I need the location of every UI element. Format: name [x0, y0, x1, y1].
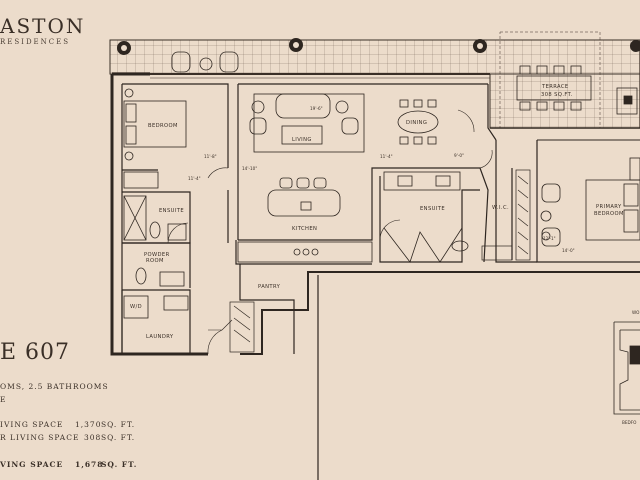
ensuite-fixtures-icon	[383, 171, 469, 263]
dim-wic: 9'-0"	[454, 153, 464, 158]
dim-bedroom: 11'-8"	[204, 154, 217, 159]
dim-bedroom-2: 11'-4"	[188, 176, 201, 181]
interior-living-unit: SQ. FT.	[101, 420, 136, 429]
pantry-shelves-icon	[229, 301, 255, 353]
interior-living-value: 1,370	[75, 420, 102, 429]
interior-walls	[121, 83, 640, 354]
interior-living-label: IVING SPACE	[0, 420, 64, 429]
label-living: LIVING	[292, 137, 312, 143]
label-wic: W.I.C.	[492, 205, 509, 211]
label-powder-1: POWDER	[144, 252, 170, 258]
lounge-chair-icon	[171, 51, 239, 73]
exterior-walls	[110, 72, 640, 480]
dim-primary-2: 14'-0"	[562, 248, 575, 253]
label-laundry: LAUNDRY	[146, 334, 174, 340]
label-primary-1: PRIMARY	[596, 204, 622, 210]
rooms-line: OMS, 2.5 BATHROOMS	[0, 382, 109, 391]
dim-ensuite: 11'-4"	[380, 154, 393, 159]
bathroom-fixtures-icon	[123, 195, 187, 287]
kitchen-island-icon	[237, 177, 373, 263]
dim-primary-1: 12'-1"	[543, 236, 556, 241]
label-pantry: PANTRY	[258, 284, 281, 290]
primary-bed-icon	[540, 157, 640, 247]
keyplan-label-top: WO	[632, 310, 640, 315]
label-wd: W/D	[130, 304, 142, 310]
keyplan-label-bottom: BEDFO	[622, 420, 637, 425]
sofa-icon	[249, 93, 365, 153]
exterior-living-value: 308	[84, 433, 102, 442]
label-terrace: TERRACE	[541, 84, 569, 90]
terrace-table-icon	[516, 65, 638, 115]
label-ensuite-right: ENSUITE	[420, 206, 445, 212]
suite-title: E 607	[0, 340, 71, 365]
exterior-living-label: R LIVING SPACE	[0, 433, 80, 442]
planter-icon	[117, 38, 640, 55]
total-living-label: VING SPACE	[0, 460, 64, 469]
info-line-2: E	[0, 395, 7, 404]
label-dining: DINING	[406, 120, 427, 126]
brand-name: ASTON	[0, 14, 86, 38]
key-plan	[613, 321, 640, 415]
label-terrace-area: 308 SQ.FT.	[541, 92, 573, 98]
dim-kitchen: 14'-10"	[242, 166, 257, 171]
door-swing	[167, 109, 493, 355]
label-bedroom: BEDROOM	[148, 123, 178, 129]
total-living-unit: SQ. FT.	[101, 460, 138, 469]
label-powder-2: ROOM	[146, 258, 164, 264]
dining-table-icon	[397, 99, 439, 145]
balcony	[109, 31, 640, 129]
label-primary-2: BEDROOM	[594, 211, 624, 217]
dim-living: 19'-6"	[310, 106, 323, 111]
label-kitchen: KITCHEN	[292, 226, 317, 232]
bed-icon	[123, 88, 187, 189]
exterior-living-unit: SQ. FT.	[101, 433, 136, 442]
label-ensuite-left: ENSUITE	[159, 208, 184, 214]
washer-dryer-icon	[123, 295, 189, 319]
closet-shelves-icon	[481, 169, 531, 261]
brand-subtitle: RESIDENCES	[0, 38, 71, 46]
total-living-value: 1,678	[75, 460, 104, 469]
